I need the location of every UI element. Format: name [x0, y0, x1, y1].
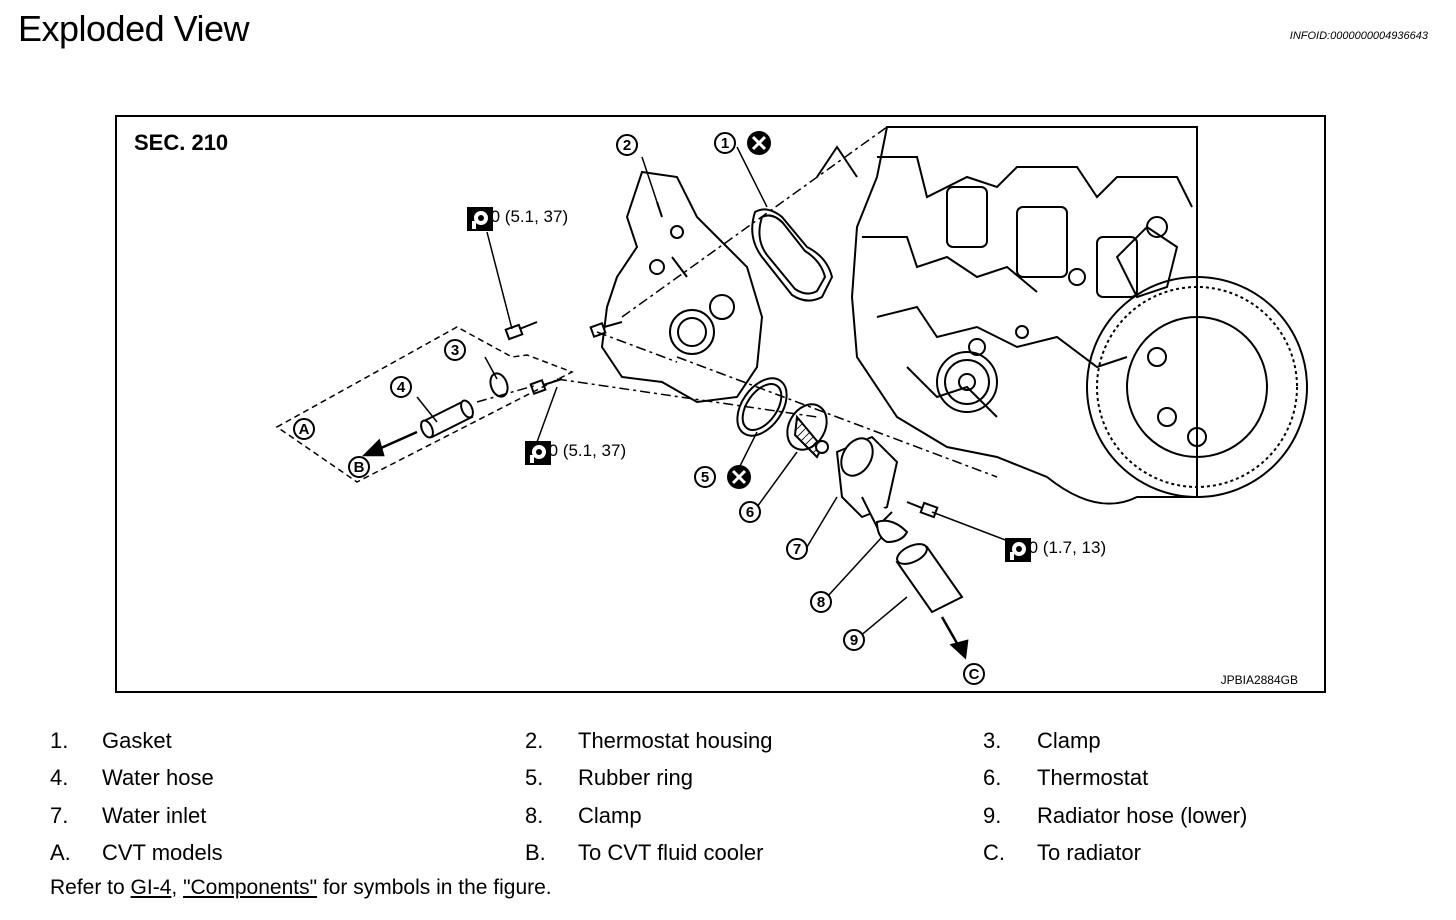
callout-2: 2	[616, 134, 638, 156]
note-sep: ,	[171, 876, 184, 899]
callout-7: 7	[786, 538, 808, 560]
exploded-view-figure: 1 2 3 4 5 6 7 8 9 A B C SEC. 210 50.0 (5…	[115, 115, 1326, 693]
clamp-part-3	[489, 372, 509, 398]
clamp-part-8	[875, 519, 909, 544]
callout-c: C	[963, 663, 985, 685]
region-a-outline	[275, 326, 574, 483]
callout-1: 1	[714, 132, 736, 154]
svg-text:3: 3	[451, 342, 459, 359]
figure-id: JPBIA2884GB	[1220, 673, 1298, 687]
legend-label: Thermostat	[1037, 765, 1149, 790]
torque-spec-2: 50.0 (5.1, 37)	[525, 441, 626, 465]
svg-text:A: A	[299, 421, 310, 438]
rubber-ring-part	[736, 377, 788, 437]
gasket-part	[751, 208, 834, 302]
legend-label: Water inlet	[102, 803, 207, 828]
reference-note: Refer to GI-4, "Components" for symbols …	[50, 876, 552, 900]
legend-number: 2.	[525, 728, 544, 753]
svg-text:9: 9	[850, 632, 858, 649]
svg-text:1: 1	[721, 135, 729, 152]
legend-number: 7.	[50, 803, 69, 828]
legend-label: Gasket	[102, 728, 172, 753]
callout-5-do-not-reuse-icon	[727, 465, 751, 489]
legend-label: Clamp	[578, 803, 642, 828]
note-prefix: Refer to	[50, 876, 131, 899]
callout-8: 8	[810, 591, 832, 613]
legend-number: 4.	[50, 765, 69, 790]
legend-label: Water hose	[102, 765, 214, 790]
legend-label: Clamp	[1037, 728, 1101, 753]
info-id: INFOID:0000000004936643	[1289, 30, 1428, 42]
svg-text:2: 2	[623, 137, 631, 154]
thermostat-housing-part	[600, 170, 764, 404]
legend-number: 3.	[983, 728, 1002, 753]
torque-spec-1: 50.0 (5.1, 37)	[467, 207, 568, 231]
callout-5: 5	[694, 466, 716, 488]
svg-text:6: 6	[746, 504, 754, 521]
torque-spec-3: 17.0 (1.7, 13)	[1005, 538, 1106, 562]
legend-number: 1.	[50, 728, 69, 753]
torque-wrench-icon	[525, 441, 551, 465]
legend-number: B.	[525, 840, 546, 865]
legend-label: Rubber ring	[578, 765, 693, 790]
callout-b: B	[348, 456, 370, 478]
legend-number: 8.	[525, 803, 544, 828]
torque-wrench-icon	[467, 207, 493, 231]
leader-lines	[416, 146, 1030, 638]
svg-text:4: 4	[397, 379, 406, 396]
engine-block	[816, 126, 1308, 505]
callout-4: 4	[390, 376, 412, 398]
legend-label: Radiator hose (lower)	[1037, 803, 1248, 828]
flow-arrows	[361, 430, 969, 660]
legend-number: 6.	[983, 765, 1002, 790]
legend-label: Thermostat housing	[578, 728, 773, 753]
legend-number: 9.	[983, 803, 1002, 828]
legend-number: C.	[983, 840, 1005, 865]
svg-text:7: 7	[793, 541, 801, 558]
section-label: SEC. 210	[134, 130, 229, 155]
components-link[interactable]: "Components"	[183, 876, 318, 899]
legend-number: 5.	[525, 765, 544, 790]
svg-text:C: C	[969, 666, 980, 683]
legend-label: To radiator	[1037, 840, 1141, 865]
torque-wrench-icon	[1005, 538, 1031, 562]
note-suffix: for symbols in the figure.	[317, 876, 552, 899]
bolts	[504, 321, 939, 519]
callout-3: 3	[444, 339, 466, 361]
svg-text:B: B	[354, 459, 365, 476]
callout-6: 6	[739, 501, 761, 523]
callout-1-do-not-reuse-icon	[747, 131, 771, 155]
water-inlet-part	[835, 435, 899, 529]
assembly-lines	[476, 126, 998, 478]
exploded-view-drawing: 1 2 3 4 5 6 7 8 9 A B C	[275, 126, 1308, 685]
radiator-hose-part	[895, 543, 964, 614]
legend-label: CVT models	[102, 840, 223, 865]
svg-text:8: 8	[817, 594, 825, 611]
thermostat-part	[786, 403, 829, 459]
callout-a: A	[293, 418, 315, 440]
legend-number: A.	[50, 840, 71, 865]
svg-text:5: 5	[701, 469, 709, 486]
callout-markers: 1 2 3 4 5 6 7 8 9 A B C	[293, 131, 985, 685]
page-title: Exploded View	[18, 8, 250, 49]
legend-label: To CVT fluid cooler	[578, 840, 764, 865]
water-hose-part	[420, 399, 474, 439]
callout-9: 9	[843, 629, 865, 651]
gi-4-link[interactable]: GI-4	[130, 876, 172, 899]
